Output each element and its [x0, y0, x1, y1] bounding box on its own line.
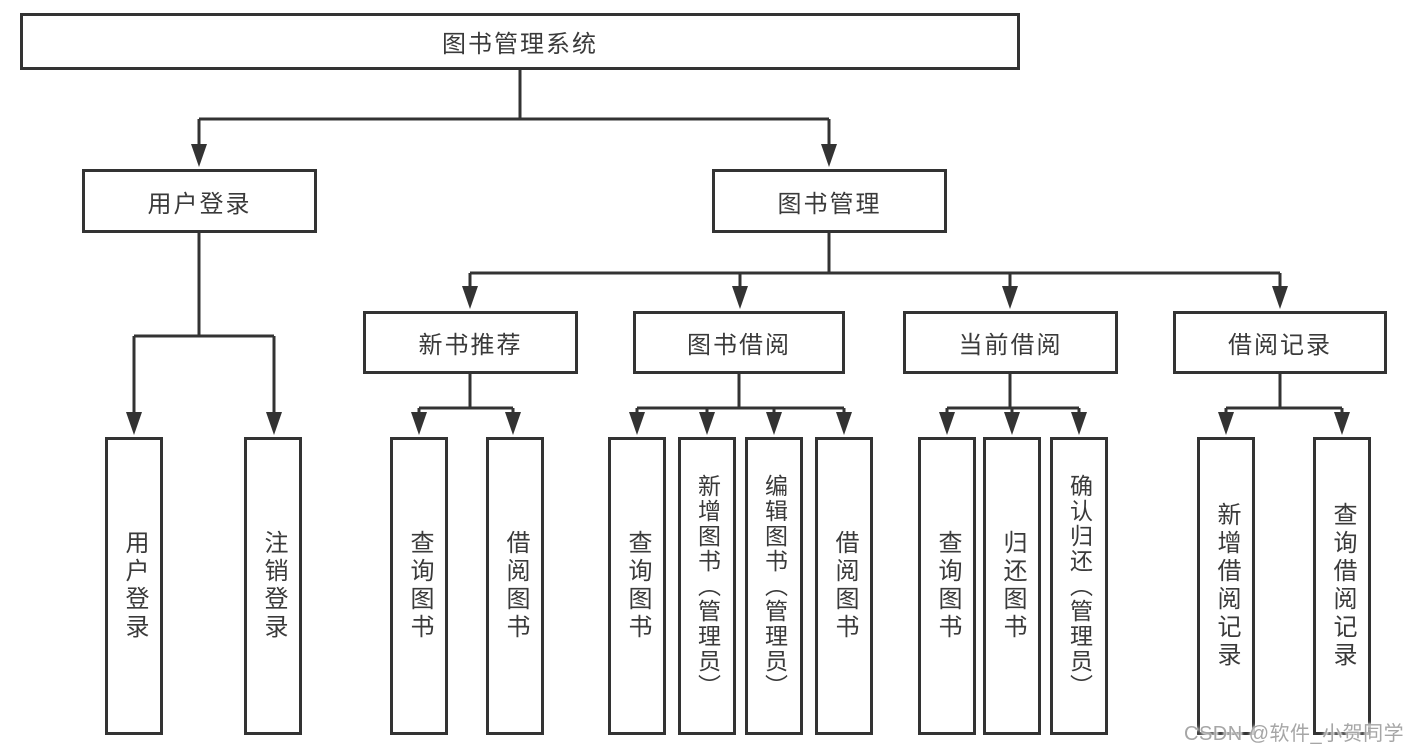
node-borrow-records: 借阅记录	[1173, 311, 1387, 374]
arrowhead-icons	[126, 144, 1350, 435]
leaf-edit-book-admin-label: 编辑图书（管理员）	[761, 473, 788, 699]
leaf-add-borrow-record: 新增借阅记录	[1197, 437, 1255, 735]
leaf-query-books-current: 查询图书	[918, 437, 976, 735]
node-library-management-system: 图书管理系统	[20, 13, 1020, 70]
leaf-query-books-borrow: 查询图书	[608, 437, 666, 735]
leaf-add-book-admin-label: 新增图书（管理员）	[694, 473, 721, 699]
leaf-user-login: 用户登录	[105, 437, 163, 735]
leaf-borrow-books: 借阅图书	[815, 437, 873, 735]
leaf-query-books-recommend: 查询图书	[390, 437, 448, 735]
node-current-borrow: 当前借阅	[903, 311, 1118, 374]
node-user-login: 用户登录	[82, 169, 317, 233]
leaf-add-book-admin: 新增图书（管理员）	[678, 437, 736, 735]
leaf-edit-book-admin: 编辑图书（管理员）	[745, 437, 803, 735]
leaf-logout-label: 注销登录	[260, 530, 287, 642]
leaf-query-books-current-label: 查询图书	[934, 530, 961, 642]
leaf-borrow-books-recommend-label: 借阅图书	[502, 530, 529, 642]
leaf-borrow-books-recommend: 借阅图书	[486, 437, 544, 735]
leaf-query-borrow-record: 查询借阅记录	[1313, 437, 1371, 735]
leaf-confirm-return-admin: 确认归还（管理员）	[1050, 437, 1108, 735]
node-new-book-recommend: 新书推荐	[363, 311, 578, 374]
node-book-management: 图书管理	[712, 169, 947, 233]
csdn-watermark: CSDN @软件_小贺同学	[1184, 723, 1405, 745]
leaf-query-books-recommend-label: 查询图书	[406, 530, 433, 642]
leaf-logout: 注销登录	[244, 437, 302, 735]
leaf-return-books-label: 归还图书	[999, 530, 1026, 642]
leaf-add-borrow-record-label: 新增借阅记录	[1213, 502, 1240, 670]
leaf-return-books: 归还图书	[983, 437, 1041, 735]
leaf-confirm-return-admin-label: 确认归还（管理员）	[1066, 473, 1093, 699]
node-book-borrow: 图书借阅	[633, 311, 845, 374]
leaf-borrow-books-label: 借阅图书	[831, 530, 858, 642]
leaf-user-login-label: 用户登录	[121, 530, 148, 642]
leaf-query-books-borrow-label: 查询图书	[624, 530, 651, 642]
leaf-query-borrow-record-label: 查询借阅记录	[1329, 502, 1356, 670]
